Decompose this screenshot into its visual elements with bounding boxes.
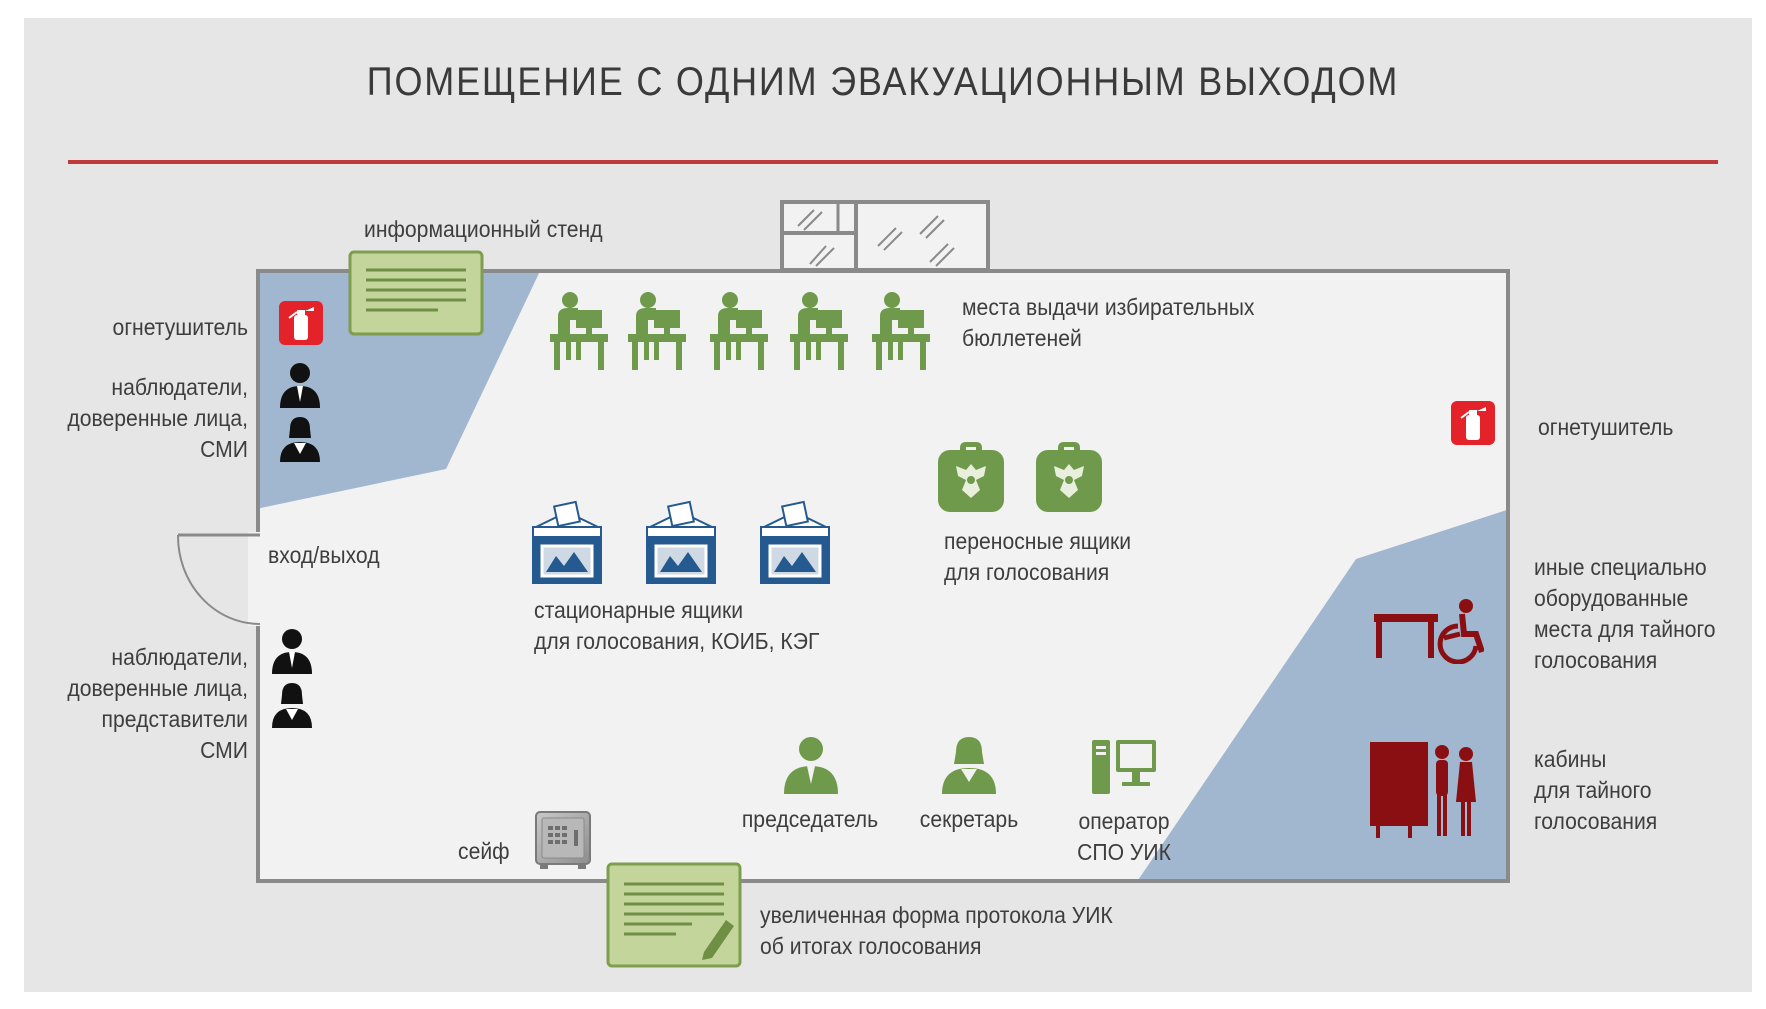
ballot-box-icon (530, 498, 604, 586)
protocol-board-icon (606, 862, 742, 968)
title-divider (68, 160, 1718, 164)
other-places-label: иные специально оборудованные места для … (1534, 554, 1716, 673)
voting-booth-icon (1368, 740, 1480, 840)
portable-boxes-label: переносные ящики для голосования (944, 528, 1132, 585)
secretary-label: секретарь (919, 806, 1019, 832)
person-female-icon (278, 416, 322, 462)
stationary-boxes-label: стационарные ящики для голосования, КОИБ… (534, 597, 820, 654)
desk-worker-icon (548, 290, 610, 372)
chairman-icon (782, 736, 840, 794)
info-board-icon (348, 250, 484, 336)
protocol-label: увеличенная форма протокола УИК об итога… (760, 902, 1113, 959)
ballot-issue-label: места выдачи избирательных бюллетеней (962, 294, 1255, 351)
fire-extinguisher-icon (278, 300, 324, 346)
ballot-box-icon (644, 498, 718, 586)
secretary-icon (940, 736, 998, 794)
person-male-icon (270, 628, 314, 674)
chairman-label: председатель (741, 806, 879, 832)
computer-icon (1090, 738, 1158, 796)
info-stand-label: информационный стенд (364, 216, 603, 242)
entrance-label: вход/выход (268, 542, 380, 568)
observers-top-label: наблюдатели, доверенные лица, СМИ (67, 374, 249, 462)
desk-worker-icon (708, 290, 770, 372)
safe-label: сейф (458, 838, 510, 864)
extinguisher-right-label: огнетушитель (1538, 414, 1674, 440)
person-male-icon (278, 362, 322, 408)
person-female-icon (270, 682, 314, 728)
page-title: ПОМЕЩЕНИЕ С ОДНИМ ЭВАКУАЦИОННЫМ ВЫХОДОМ (366, 60, 1400, 104)
desk-worker-icon (870, 290, 932, 372)
observers-bottom-label: наблюдатели, доверенные лица, представит… (67, 644, 249, 763)
ballot-box-icon (758, 498, 832, 586)
fire-extinguisher-icon (1450, 400, 1496, 446)
window-icon (780, 200, 990, 272)
portable-ballot-box-icon (1034, 440, 1104, 514)
portable-ballot-box-icon (936, 440, 1006, 514)
operator-label: оператор СПО УИК (1077, 808, 1171, 865)
extinguisher-left-label: огнетушитель (112, 314, 249, 340)
desk-worker-icon (788, 290, 850, 372)
desk-worker-icon (626, 290, 688, 372)
safe-icon (534, 810, 592, 870)
door-icon (176, 532, 262, 628)
accessible-desk-icon (1372, 598, 1484, 664)
booths-label: кабины для тайного голосования (1534, 746, 1658, 834)
